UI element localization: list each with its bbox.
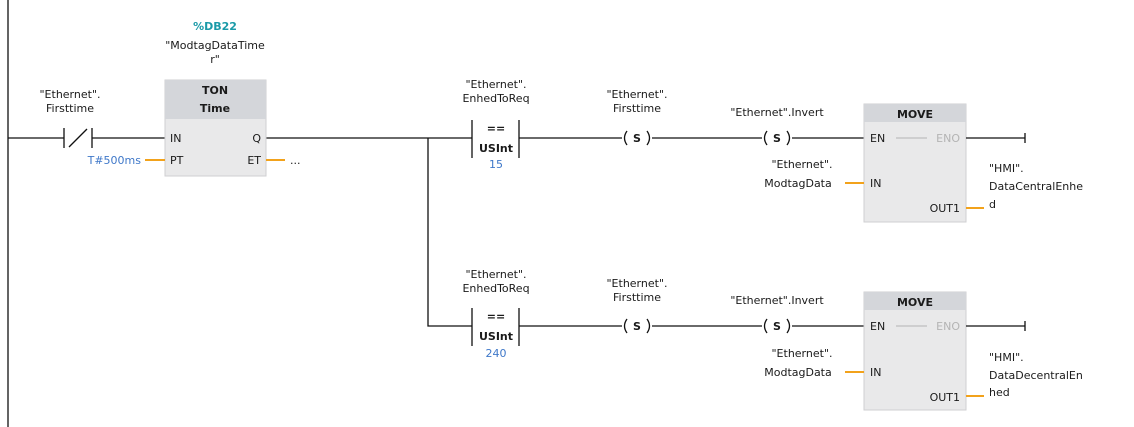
move-block-2[interactable] [863,291,967,411]
move-2-pin-out1: OUT1 [930,391,960,404]
move-2-pin-in: IN [870,366,881,379]
move-1-eno-wire [966,133,1026,143]
timer-pin-et: ET [247,154,261,167]
timer-pin-pt: PT [170,154,184,167]
move-2-out-operand-line2: DataDecentralEn [989,369,1083,382]
et-value[interactable]: ... [290,154,301,167]
move-1-pin-out1: OUT1 [930,202,960,215]
compare-1-type: USInt [479,142,513,155]
move-2-pin-en: EN [870,320,885,333]
compare-1-value[interactable]: 15 [489,158,503,171]
compare-1-operand-line1: "Ethernet". [466,78,527,91]
compare-contact-1[interactable] [471,120,520,158]
set-coil-1a-line2: Firsttime [613,102,661,115]
timer-pin-q: Q [252,132,261,145]
move-1-in-operand-line1: "Ethernet". [772,158,833,171]
set-coil-1a[interactable] [623,130,651,146]
move-2-pin-eno: ENO [936,320,960,333]
pt-value[interactable]: T#500ms [87,154,142,167]
compare-1-operator: == [487,122,505,135]
move-1-out-operand-line3: d [989,198,996,211]
timer-db-number: %DB22 [193,20,237,33]
move-1-out-operand-line2: DataCentralEnhe [989,180,1083,193]
compare-2-type: USInt [479,330,513,343]
rung-2: "Ethernet". EnhedToReq == USInt 240 S "E… [462,268,1083,411]
ton-timer-block[interactable] [164,79,267,177]
set-coil-1b[interactable] [763,130,791,146]
move-block-1[interactable] [863,103,967,223]
move-1-title: MOVE [897,108,933,121]
move-2-in-operand-line1: "Ethernet". [772,347,833,360]
set-coil-1b-label: "Ethernet".Invert [730,106,824,119]
timer-subtype: Time [200,102,230,115]
move-2-out-operand-line3: hed [989,386,1010,399]
set-coil-1a-symbol: S [633,132,641,145]
set-coil-1a-line1: "Ethernet". [607,88,668,101]
move-2-title: MOVE [897,296,933,309]
move-1-in-operand-line2: ModtagData [764,177,832,190]
set-coil-2a[interactable] [623,318,651,334]
set-coil-2a-line1: "Ethernet". [607,277,668,290]
move-2-out-operand-line1: "HMI". [989,351,1024,364]
set-coil-2b[interactable] [763,318,791,334]
timer-type: TON [202,84,228,97]
timer-pin-in: IN [170,132,181,145]
move-1-pin-eno: ENO [936,132,960,145]
set-coil-2a-line2: Firsttime [613,291,661,304]
set-coil-2b-label: "Ethernet".Invert [730,294,824,307]
compare-2-value[interactable]: 240 [486,347,507,360]
set-coil-2a-symbol: S [633,320,641,333]
set-coil-2b-symbol: S [773,320,781,333]
move-2-in-operand-line2: ModtagData [764,366,832,379]
branch-wire [427,138,472,327]
timer-instance-line2: r" [210,53,220,66]
compare-2-operand-line2: EnhedToReq [462,282,529,295]
compare-2-operand-line1: "Ethernet". [466,268,527,281]
move-2-eno-wire [966,321,1026,331]
contact-operand-line1: "Ethernet". [40,88,101,101]
compare-1-operand-line2: EnhedToReq [462,92,529,105]
timer-instance-line1: "ModtagDataTime [165,39,265,52]
move-1-out-operand-line1: "HMI". [989,162,1024,175]
move-1-pin-in: IN [870,177,881,190]
compare-contact-2[interactable] [471,308,520,346]
nc-contact-firsttime[interactable] [63,128,93,148]
rung-1: "Ethernet". EnhedToReq == USInt 15 S "Et… [462,78,1083,223]
compare-2-operator: == [487,310,505,323]
move-1-pin-en: EN [870,132,885,145]
set-coil-1b-symbol: S [773,132,781,145]
contact-operand-line2: Firsttime [46,102,94,115]
